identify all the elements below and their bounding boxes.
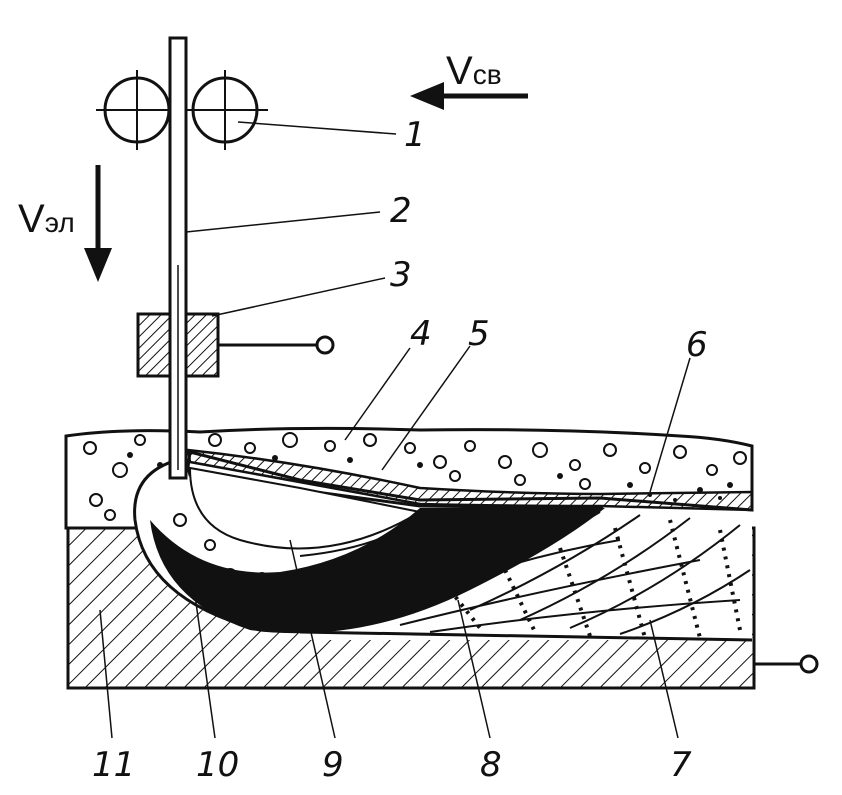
callout-6: 6 (686, 325, 708, 365)
leader-lines (99, 121, 691, 739)
contact-tip (136, 312, 335, 378)
weld-speed-arrow: Vсв (410, 49, 528, 110)
electrode-feed-label: Vэл (18, 197, 75, 241)
callout-10: 10 (196, 745, 239, 785)
callout-labels: 1 2 3 4 5 6 7 8 9 10 11 (92, 115, 708, 785)
weld-speed-label: Vсв (446, 49, 502, 93)
slag-crust (186, 448, 754, 512)
feed-rollers (96, 70, 268, 150)
callout-5: 5 (468, 314, 490, 354)
callout-8: 8 (480, 745, 502, 785)
callout-2: 2 (390, 191, 412, 231)
callout-11: 11 (92, 745, 135, 785)
electrode-feed-arrow: Vэл (18, 165, 112, 282)
callout-1: 1 (404, 115, 426, 155)
molten-metal (150, 508, 605, 634)
callout-9: 9 (322, 745, 344, 785)
callout-7: 7 (670, 745, 692, 785)
callout-4: 4 (410, 314, 432, 354)
base-terminal (754, 654, 819, 674)
electrode-wire (168, 36, 188, 480)
callout-3: 3 (390, 255, 412, 295)
